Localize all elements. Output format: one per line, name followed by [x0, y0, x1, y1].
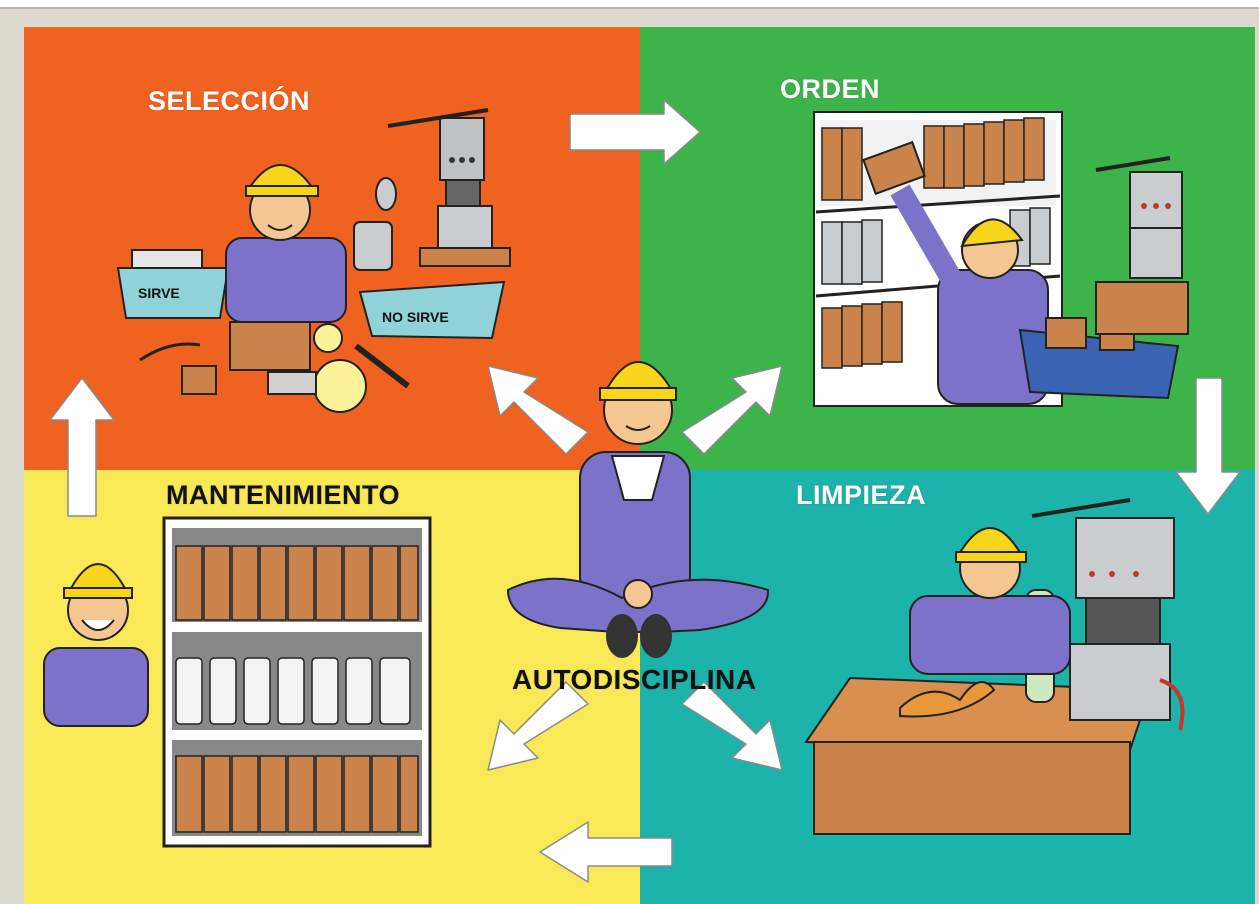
window-top-border: [0, 0, 1259, 9]
arrow-orden-to-limpieza: [1175, 377, 1241, 515]
arrow-center-to-mantenimiento: [487, 681, 589, 771]
orden-illustration: [813, 111, 1189, 407]
bin-label-sirve: SIRVE: [138, 285, 180, 301]
arrow-limpieza-to-mantenimiento: [539, 821, 673, 883]
window-left-edge: [0, 9, 24, 904]
seleccion-illustration: SIRVE NO SIRVE: [116, 108, 511, 413]
title-seleccion: SELECCIÓN: [148, 86, 311, 116]
label-autodisciplina: AUTODISCIPLINA: [512, 664, 757, 695]
arrow-mantenimiento-to-seleccion: [49, 377, 115, 517]
bin-label-no-sirve: NO SIRVE: [382, 309, 449, 325]
title-limpieza: LIMPIEZA: [796, 480, 926, 510]
arrow-center-to-seleccion: [487, 365, 589, 455]
title-orden: ORDEN: [780, 74, 881, 104]
arrow-center-to-orden: [681, 365, 783, 455]
window-right-edge: [1255, 9, 1259, 904]
arrow-seleccion-to-orden: [569, 99, 701, 165]
title-mantenimiento: MANTENIMIENTO: [166, 480, 400, 510]
arrow-center-to-limpieza: [681, 681, 783, 771]
limpieza-illustration: [804, 498, 1185, 835]
central-worker-autodisciplina: [506, 361, 770, 658]
mantenimiento-illustration: [43, 516, 432, 848]
